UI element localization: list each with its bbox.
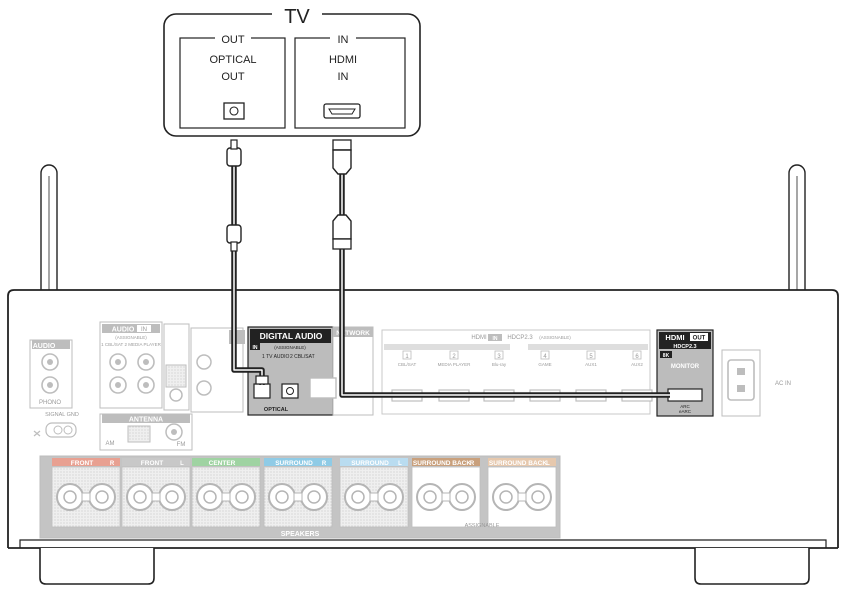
hdmi-out-hdcp: HDCP2.3	[673, 344, 696, 350]
hdmi-cable	[332, 139, 670, 398]
hdmi-input-label: GAME	[538, 362, 551, 367]
hdmi-in-badge: IN	[493, 336, 498, 342]
speaker-group-3: CENTER	[191, 458, 261, 528]
optical-label: OPTICAL	[264, 407, 289, 413]
speaker-group-label: SURROUND	[275, 460, 313, 467]
audio-in-title: AUDIO	[112, 327, 135, 334]
hdmi-input-number: 6	[635, 354, 639, 360]
speaker-group-5: SURROUND L	[339, 458, 409, 528]
hdmi-input-number: 4	[543, 354, 547, 360]
ac-inlet[interactable]	[727, 359, 755, 401]
hdmi-input-label: CBL/SAT	[398, 362, 417, 367]
speaker-group-side: L	[546, 461, 550, 467]
hdmi-input-number: 1	[405, 354, 409, 360]
phono-label: PHONO	[39, 400, 61, 406]
ac-in-label: AC IN	[775, 381, 791, 387]
audio-in-phono-title: AUDIO	[33, 343, 56, 350]
speaker-group-label: SURROUND	[351, 460, 389, 467]
hdmi-input-label: AUX1	[585, 362, 597, 367]
speaker-group-label: FRONT	[71, 460, 93, 467]
hdmi-input-label: Blu-ray	[492, 362, 507, 367]
speaker-group-side: L	[398, 461, 402, 467]
signal-gnd-label: SIGNAL GND	[45, 412, 79, 418]
hdmi-input-number: 5	[589, 354, 593, 360]
speaker-group-label: CENTER	[209, 460, 236, 467]
hdmi-out-header: HDMI	[665, 333, 684, 342]
hdmi-monitor-out-port[interactable]	[667, 388, 703, 402]
optical-cable	[226, 139, 269, 385]
tv-optical-out-label: OUT	[221, 71, 245, 83]
tv-hdmi-in-label: IN	[338, 71, 349, 83]
tv-in-label: IN	[338, 34, 349, 46]
digital-port2-label: 2 CBL/SAT	[290, 354, 315, 360]
earc-label: eARC	[679, 409, 692, 414]
am-label: AM	[106, 441, 115, 447]
speaker-group-side: R	[322, 461, 327, 467]
speaker-group-side: L	[180, 461, 184, 467]
ac-in-panel: AC IN	[721, 349, 791, 417]
speakers-label: SPEAKERS	[281, 531, 320, 538]
hdmi-input-number: 2	[452, 354, 456, 360]
badge-8k: 8K	[663, 353, 670, 359]
audio-in-assignable: (ASSIGNABLE)	[115, 335, 147, 340]
hdmi-in-assignable: (ASSIGNABLE)	[539, 335, 571, 340]
arc-label: ARC	[680, 404, 690, 409]
tv-out-label: OUT	[221, 34, 245, 46]
receiver-feet	[39, 548, 810, 585]
speaker-group-side: R	[470, 461, 475, 467]
speaker-group-label: FRONT	[141, 460, 163, 467]
antenna-label: ANTENNA	[129, 417, 163, 424]
hdmi-input-label: AUX2	[631, 362, 643, 367]
optical-in-1-port[interactable]	[253, 383, 271, 399]
network-label: NETWORK	[336, 330, 370, 337]
audio-in-badge: IN	[141, 327, 147, 333]
speaker-group-label: SURROUND BACK	[413, 460, 471, 467]
audio-in-panel: AUDIO PHONO AUDIO IN (ASSIGNABLE) 1 CBL/…	[29, 321, 245, 451]
fm-label: FM	[177, 442, 186, 448]
tv-hdmi-label: HDMI	[329, 54, 357, 66]
hdmi-out-badge: OUT	[693, 336, 706, 342]
sb-assignable-label: ASSIGNABLE	[465, 523, 500, 529]
speaker-group-2: FRONT L	[121, 458, 191, 528]
hdmi-input-number: 3	[497, 354, 501, 360]
network-port[interactable]	[309, 377, 337, 399]
tv-optical-label: OPTICAL	[209, 54, 256, 66]
audio-in-sources: 1 CBL/SAT 2 MEDIA PLAYER	[101, 342, 162, 347]
digital-audio-title: DIGITAL AUDIO	[260, 331, 323, 341]
digital-assignable: (ASSIGNABLE)	[274, 345, 306, 350]
hdmi-input-label: MEDIA PLAYER	[438, 362, 471, 367]
speaker-group-4: SURROUND R	[263, 458, 333, 528]
speaker-group-side: R	[110, 461, 115, 467]
hdmi-in-header: HDMI	[471, 335, 487, 341]
monitor-label: MONITOR	[671, 364, 700, 370]
tv-title: TV	[284, 6, 310, 28]
tv-unit: TV OUT OPTICAL OUT IN HDMI IN	[163, 5, 421, 137]
speaker-group-label: SURROUND BACK	[489, 460, 547, 467]
speaker-group-1: FRONT R	[51, 458, 121, 528]
digital-port1-label: 1 TV AUDIO	[262, 354, 290, 360]
hdmi-out-panel: HDMI OUT HDCP2.3 8K MONITOR ARC eARC	[656, 329, 714, 417]
hdmi-in-hdcp: HDCP2.3	[507, 335, 533, 341]
digital-in-badge: IN	[253, 345, 258, 351]
